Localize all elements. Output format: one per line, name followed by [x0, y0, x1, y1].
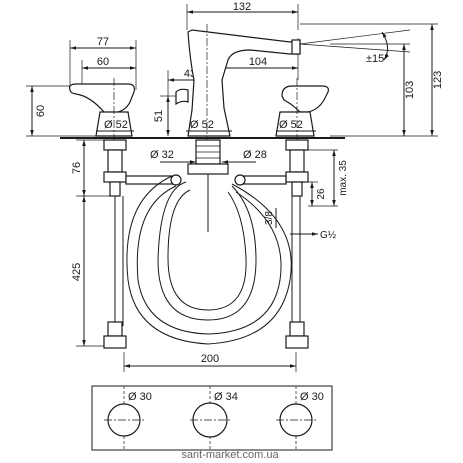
dia-32-28: Ø 32 Ø 28	[150, 149, 267, 164]
dim-handle: 77 60	[69, 36, 137, 92]
dim-200-label: 200	[201, 353, 219, 365]
thread-38-label: 3/8	[264, 211, 275, 225]
hole-plan: Ø 30 Ø 34 Ø 30	[91, 385, 333, 451]
hole-left-label: Ø 30	[128, 391, 152, 403]
dim-51: 51	[153, 95, 176, 136]
dim-51-label: 51	[153, 110, 165, 122]
dim-angle-label: ±15°	[366, 53, 389, 65]
watermark-text: sant-market.com.ua	[181, 449, 279, 461]
dia-32-label: Ø 32	[150, 149, 174, 161]
dim-60-label: 60	[97, 56, 109, 68]
dim-heights: 103 123	[300, 23, 444, 137]
hole-right-label: Ø 30	[300, 391, 324, 403]
dim-132-label: 132	[233, 1, 251, 13]
dim-right-vertical: 26 max. 35 G½ 3/8	[264, 149, 349, 241]
center-shank	[187, 139, 229, 232]
dia-28-label: Ø 28	[243, 149, 267, 161]
dim-123-label: 123	[432, 71, 444, 89]
flexible-hoses	[126, 175, 292, 345]
dim-left-vertical: 76 425	[71, 139, 110, 347]
left-shank	[103, 139, 127, 349]
dim-425-label: 425	[71, 263, 83, 281]
dia-right-label: Ø 52	[279, 119, 303, 131]
dim-200: 200	[123, 352, 297, 372]
hole-center-label: Ø 34	[214, 391, 238, 403]
dia-left-label: Ø 52	[104, 119, 128, 131]
right-handle	[275, 78, 329, 150]
dim-104-label: 104	[249, 56, 267, 68]
dim-76-label: 76	[71, 162, 83, 174]
dim-60-height-label: 60	[35, 105, 47, 117]
dim-angle: ±15°	[299, 29, 411, 65]
dim-handle-height: 60	[26, 85, 104, 137]
dim-max35-label: max. 35	[338, 160, 349, 196]
dia-center-label: Ø 52	[190, 119, 214, 131]
dim-77-label: 77	[97, 36, 109, 48]
dia-52-group: Ø 52 Ø 52 Ø 52	[96, 119, 316, 132]
spout-body	[175, 24, 301, 150]
dim-26-label: 26	[316, 188, 327, 200]
left-handle	[69, 78, 135, 150]
dim-103-label: 103	[404, 81, 416, 99]
hose-connectors	[125, 174, 287, 186]
dim-width-top: 132	[186, 1, 299, 30]
right-shank	[285, 139, 309, 349]
thread-g12-label: G½	[320, 230, 337, 241]
